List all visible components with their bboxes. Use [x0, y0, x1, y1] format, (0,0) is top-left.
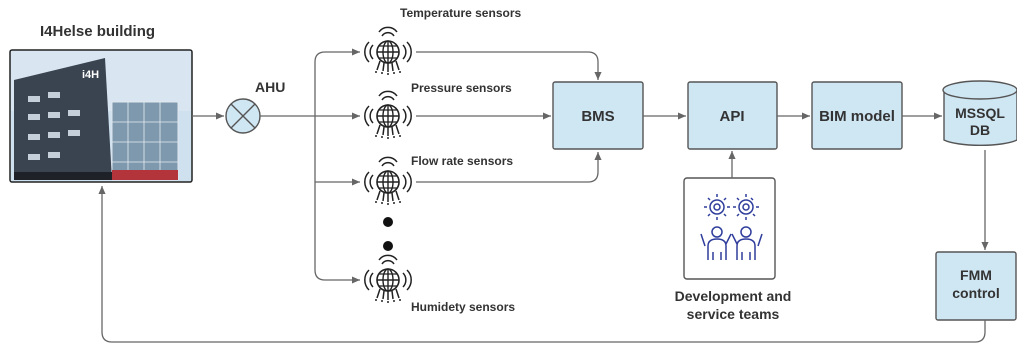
fmm-label-line2: control [952, 285, 999, 301]
ahu-symbol [225, 98, 261, 134]
building-title: I4Helse building [40, 23, 155, 40]
building-sign: i4H [82, 69, 99, 81]
bim-model-label: BIM model [819, 108, 895, 125]
teams-icon-box [683, 177, 776, 280]
fmm-label-line1: FMM [960, 267, 992, 283]
teams-label-line1: Development and [675, 288, 792, 304]
ahu-label: AHU [255, 79, 285, 95]
sensor-label-pressure: Pressure sensors [411, 81, 512, 95]
db-label-line1: MSSQL [955, 105, 1005, 121]
bms-label: BMS [581, 108, 614, 125]
teams-icon [700, 194, 763, 260]
building-image: i4H [9, 49, 193, 183]
api-label: API [719, 108, 744, 125]
sensor-icon-humidity [363, 254, 413, 303]
db-label-line2: DB [970, 122, 990, 138]
ellipsis-dot [383, 241, 393, 251]
sensor-label-temperature: Temperature sensors [400, 6, 521, 20]
sensor-icon-temperature [363, 26, 413, 75]
sensor-icon-flow-rate [363, 156, 413, 205]
sensor-icon-pressure [363, 90, 413, 139]
ellipsis-dot [383, 217, 393, 227]
fmm-control-box [935, 251, 1017, 321]
teams-label-line2: service teams [687, 306, 780, 322]
sensor-label-flow-rate: Flow rate sensors [411, 154, 513, 168]
database-cylinder [942, 80, 1017, 147]
sensor-label-humidity: Humidety sensors [411, 300, 515, 314]
